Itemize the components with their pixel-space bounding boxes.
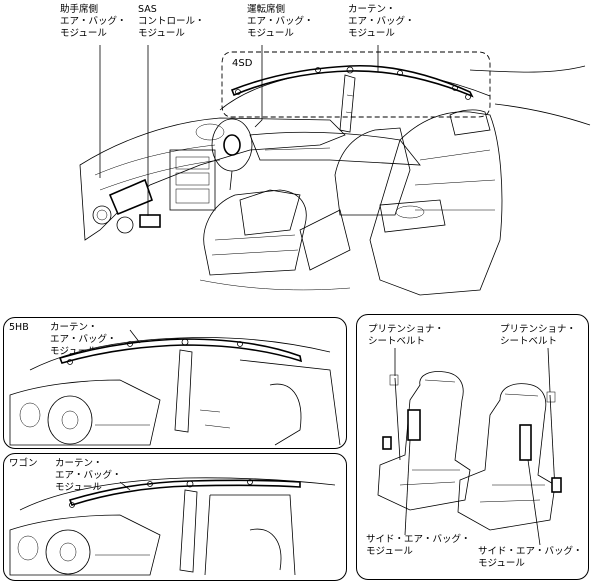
passenger-airbag-label: 助手席側 エア・バッグ・ モジュール [60,4,127,40]
5hb-curtain-airbag-label: カーテン・ エア・バッグ・ モジュール [50,322,117,358]
label-line: カーテン・ [50,322,98,333]
pretensioner-right [551,477,562,493]
label-line: モジュール [60,28,107,39]
label-line: モジュール [348,28,395,39]
label-line: モジュール [366,546,413,557]
label-line: モジュール [247,28,294,39]
panel-seats [356,314,589,580]
label-line: サイド・エア・バッグ・ [478,546,583,557]
label-line: コントロール・ [138,16,205,27]
label-line: シートベルト [500,336,558,347]
label-line: エア・バッグ・ [60,16,127,27]
side-airbag-left [407,409,421,441]
seat-left [377,371,471,511]
wagon-curtain-airbag-label: カーテン・ エア・バッグ・ モジュール [55,458,122,494]
label-line: モジュール [478,558,525,569]
sas-control-module [139,214,161,228]
label-line: シートベルト [368,336,426,347]
label-line: エア・バッグ・ [348,16,415,27]
label-line: サイド・エア・バッグ・ [366,534,471,545]
pretensioner-left [382,436,392,450]
side-airbag-right-label: サイド・エア・バッグ・ モジュール [478,546,583,570]
pretensioner-left-label: プリテンショナ・ シートベルト [368,324,444,348]
panel-5hb [3,317,347,449]
label-line: エア・バッグ・ [50,334,117,345]
label-line: モジュール [50,346,97,357]
label-line: 運転席側 [247,4,286,15]
label-line: モジュール [55,482,102,493]
label-line: 助手席側 [60,4,99,15]
label-line: カーテン・ [55,458,103,469]
front-seat-right [334,127,411,216]
label-line: プリテンショナ・ [368,324,445,335]
panel-wagon [3,453,347,581]
4sd-region-outline [221,51,491,118]
label-line: SAS [138,4,157,15]
5hb-tag: 5HB [9,322,29,333]
passenger-airbag-module [108,178,154,216]
label-line: カーテン・ [348,4,396,15]
curtain-airbag-4sd [230,64,474,98]
side-airbag-right [519,424,532,461]
side-airbag-left-label: サイド・エア・バッグ・ モジュール [366,534,471,558]
driver-airbag-module [223,134,241,156]
label-line: エア・バッグ・ [247,16,314,27]
curtain-airbag-wagon [68,479,301,506]
driver-airbag-label: 運転席側 エア・バッグ・ モジュール [247,4,314,40]
curtain-airbag-5hb [58,338,303,364]
4sd-tag: 4SD [232,58,253,69]
rear-seat [369,111,503,296]
pretensioner-right-label: プリテンショナ・ シートベルト [500,324,576,348]
label-line: エア・バッグ・ [55,470,122,481]
wagon-tag: ワゴン [9,458,38,469]
front-seat-left [203,189,307,276]
label-line: プリテンショナ・ [500,324,577,335]
label-line: モジュール [138,28,185,39]
seat-right [457,383,556,531]
sas-control-module-label: SAS コントロール・ モジュール [138,4,205,40]
curtain-airbag-label: カーテン・ エア・バッグ・ モジュール [348,4,415,40]
